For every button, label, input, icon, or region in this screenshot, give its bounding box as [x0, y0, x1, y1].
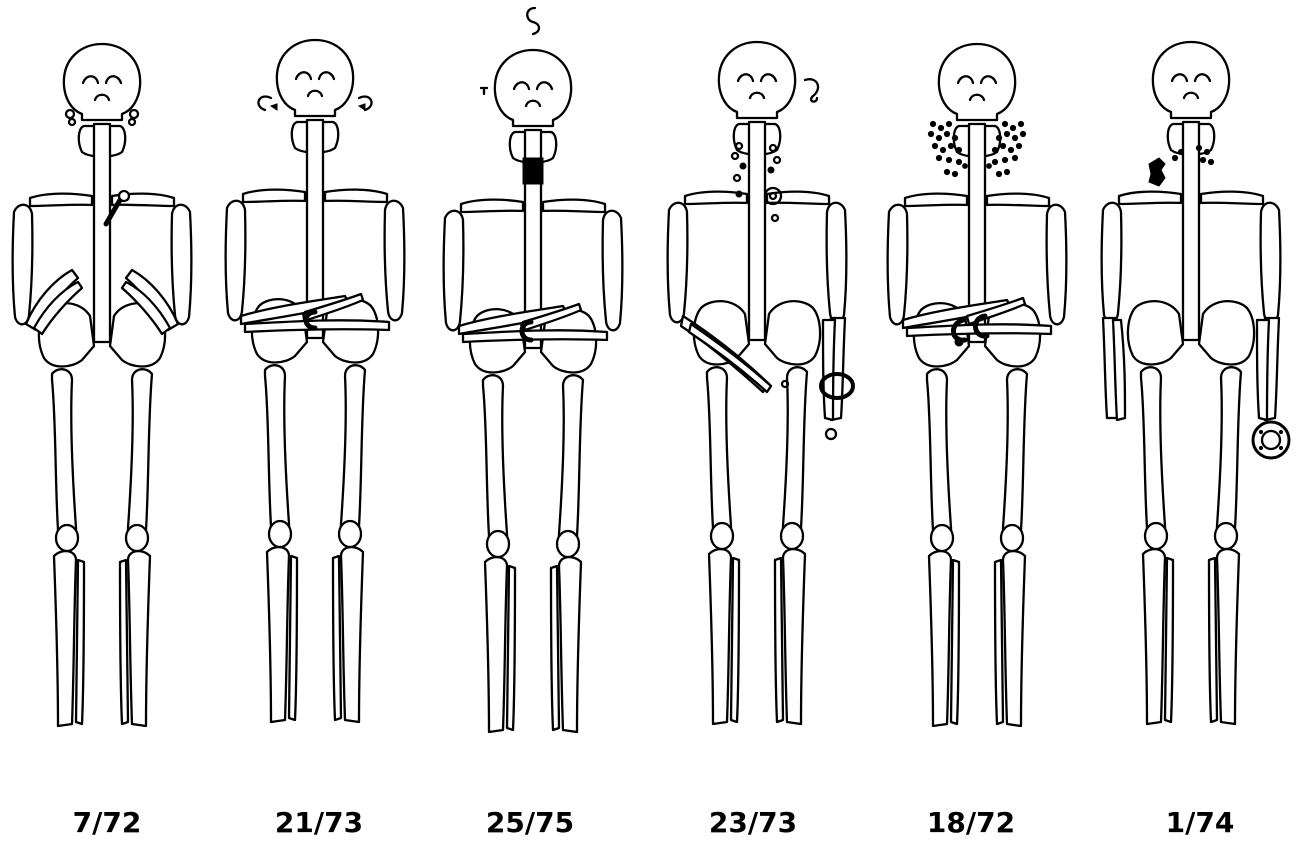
earring-left: [66, 110, 74, 118]
burial-1-74: [1102, 42, 1289, 724]
burial-label: 23/73: [709, 806, 797, 839]
burial-label: 25/75: [486, 806, 574, 839]
burial-25-75: [444, 8, 623, 732]
burial-18-72: [888, 44, 1067, 726]
fibula-brooch: [1149, 158, 1165, 186]
temple-ring: [805, 79, 818, 101]
earring-right: [130, 110, 138, 118]
small-object: [481, 88, 487, 94]
burial-23-73: [668, 42, 853, 724]
burial-label: 18/72: [927, 806, 1015, 839]
neck-pendant: [523, 158, 543, 184]
burial-7-72: [13, 44, 192, 726]
temple-ring-left: [258, 97, 271, 110]
burial-label: 7/72: [73, 806, 142, 839]
burial-label: 21/73: [275, 806, 363, 839]
ring-above-head: [527, 8, 539, 34]
burial-21-73: [226, 40, 405, 722]
burial-label: 1/74: [1166, 806, 1235, 839]
